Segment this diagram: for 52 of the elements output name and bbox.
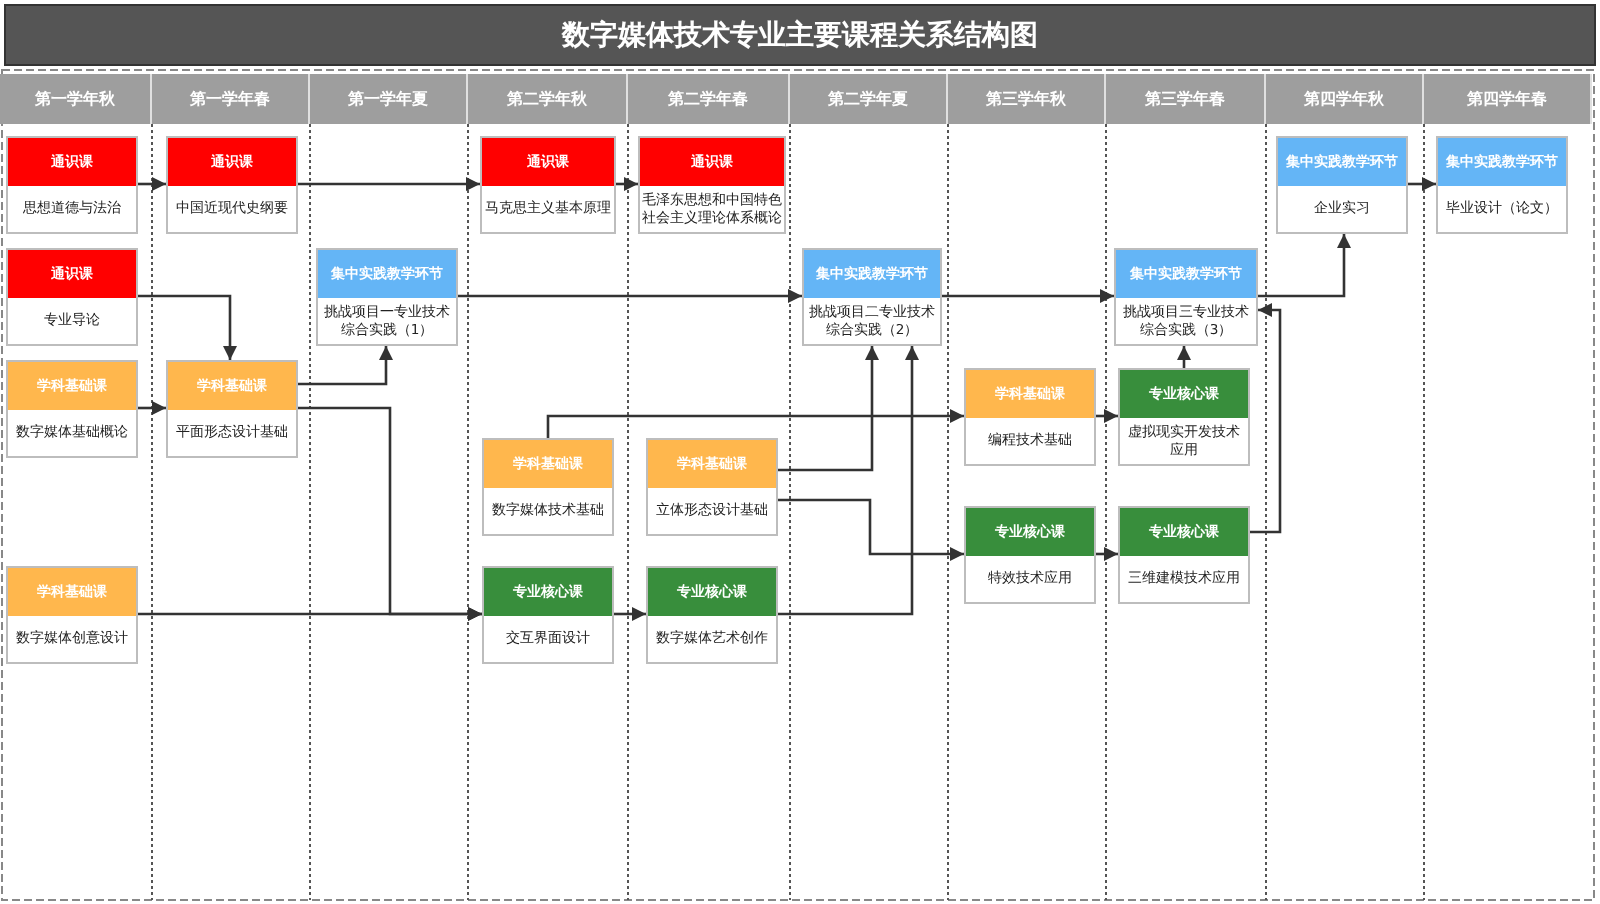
arrow bbox=[942, 289, 1114, 303]
course-card bbox=[166, 136, 298, 234]
column-header: 第四学年春 bbox=[1424, 74, 1592, 124]
arrow bbox=[546, 409, 964, 438]
arrow bbox=[778, 498, 964, 561]
arrow bbox=[1408, 177, 1436, 191]
column-header: 第一学年夏 bbox=[310, 74, 468, 124]
arrow bbox=[616, 177, 638, 191]
column-header: 第一学年春 bbox=[152, 74, 310, 124]
arrow bbox=[1177, 346, 1191, 368]
arrow bbox=[1096, 547, 1118, 561]
title-bar: 数字媒体技术专业主要课程关系结构图 bbox=[4, 4, 1596, 66]
course-card bbox=[638, 136, 786, 234]
course-card bbox=[1118, 506, 1250, 604]
column-header: 第三学年春 bbox=[1106, 74, 1266, 124]
course-card bbox=[480, 136, 616, 234]
course-card bbox=[316, 248, 458, 346]
arrow bbox=[138, 177, 166, 191]
column-header: 第三学年秋 bbox=[948, 74, 1106, 124]
arrow bbox=[1250, 303, 1282, 534]
column-header: 第一学年秋 bbox=[0, 74, 152, 124]
arrow bbox=[614, 607, 646, 621]
course-card bbox=[166, 360, 298, 458]
course-card bbox=[1114, 248, 1258, 346]
course-card bbox=[646, 438, 778, 536]
arrow bbox=[778, 346, 919, 616]
arrow bbox=[458, 289, 802, 303]
column-header: 第二学年秋 bbox=[468, 74, 628, 124]
course-card bbox=[964, 368, 1096, 466]
course-card bbox=[6, 566, 138, 664]
arrow bbox=[1258, 234, 1351, 298]
column-header: 第四学年秋 bbox=[1266, 74, 1424, 124]
arrow bbox=[1096, 409, 1118, 423]
arrow bbox=[298, 177, 480, 191]
course-card bbox=[6, 136, 138, 234]
column-header: 第二学年夏 bbox=[790, 74, 948, 124]
course-card bbox=[802, 248, 942, 346]
course-card bbox=[6, 360, 138, 458]
arrow bbox=[778, 346, 879, 472]
course-card bbox=[1118, 368, 1250, 466]
course-card bbox=[482, 566, 614, 664]
course-card bbox=[1276, 136, 1408, 234]
course-card bbox=[646, 566, 778, 664]
course-card bbox=[1436, 136, 1568, 234]
arrow bbox=[138, 401, 166, 415]
arrow bbox=[138, 607, 482, 621]
arrow bbox=[298, 346, 393, 386]
course-card bbox=[964, 506, 1096, 604]
course-card bbox=[6, 248, 138, 346]
column-header: 第二学年春 bbox=[628, 74, 790, 124]
course-card bbox=[482, 438, 614, 536]
arrow bbox=[138, 294, 237, 360]
